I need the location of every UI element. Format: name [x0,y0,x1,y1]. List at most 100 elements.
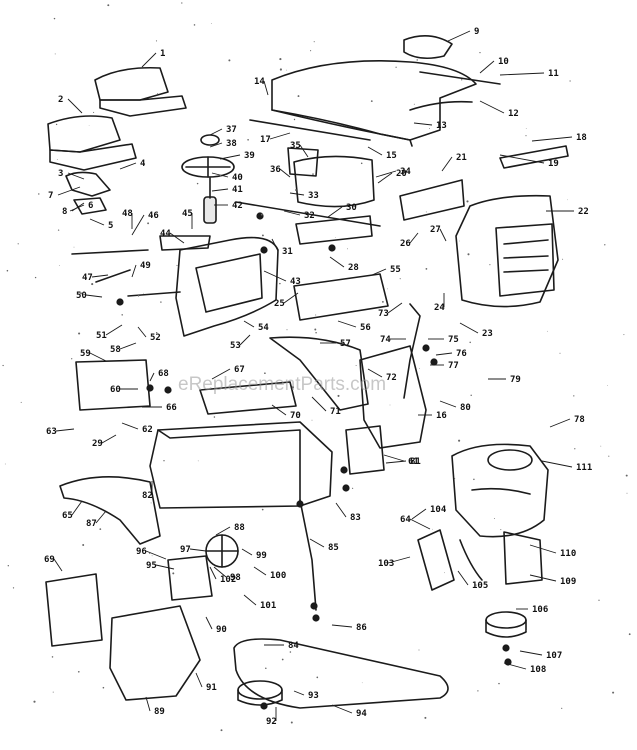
callout-leader-47 [91,274,109,278]
callout-leader-61 [383,454,405,462]
callout-leader-50 [85,294,103,298]
callout-leader-21 [441,156,453,172]
callout-19: 19 [548,159,559,169]
callout-43: 43 [290,277,301,287]
callout-leader-31 [271,238,279,252]
callout-leader-27 [439,228,447,242]
callout-leader-110 [529,544,557,554]
scan-speck [58,265,60,266]
scan-speck [294,189,297,191]
callout-26: 26 [400,239,411,249]
callout-leader-1 [141,52,157,68]
callout-110: 110 [560,549,576,559]
scan-speck [316,676,319,679]
rods-and-levers [95,201,421,611]
callout-95: 95 [146,561,157,571]
scan-speck [310,50,312,52]
callout-67: 67 [234,365,245,375]
scan-speck [573,395,575,397]
callout-107: 107 [546,651,562,661]
callout-81: 81 [410,457,421,467]
scan-speck [569,80,571,82]
callout-99: 99 [256,551,267,561]
callout-86: 86 [356,623,367,633]
callout-leader-43 [263,270,287,282]
callout-35: 35 [290,141,301,151]
callout-65: 65 [62,511,73,521]
scan-speck [612,691,615,694]
scan-speck [311,419,313,421]
callout-89: 89 [154,707,165,717]
callout-leader-30 [327,206,343,218]
callout-85: 85 [328,543,339,553]
callout-leader-86 [331,624,353,628]
callout-49: 49 [140,261,151,271]
callout-leader-32 [283,210,301,216]
scan-speck [210,23,212,24]
callout-92: 92 [266,717,277,727]
frame-and-battery-tray [75,273,389,509]
scan-speck [315,331,317,334]
callout-leader-56 [337,320,357,328]
scan-speck [264,372,266,375]
callout-53: 53 [230,341,241,351]
callout-4: 4 [140,159,146,169]
callout-leader-11 [499,72,545,76]
scan-speck [12,587,15,589]
callout-14: 14 [254,77,265,87]
callout-12: 12 [508,109,519,119]
callout-54: 54 [258,323,269,333]
callout-48: 48 [122,209,133,219]
callout-75: 75 [448,335,459,345]
scan-speck [193,24,196,26]
callout-36: 36 [270,165,281,175]
scan-speck [429,127,430,129]
callout-leader-87 [95,510,107,524]
scan-speck [370,100,373,102]
callout-25: 25 [274,299,285,309]
callout-77: 77 [448,361,459,371]
callout-leader-59 [89,352,107,362]
seat-assembly [47,66,187,215]
callout-leader-67 [211,368,231,380]
scan-speck [150,502,152,504]
callout-leader-90 [205,616,213,630]
callout-leader-29 [101,434,117,444]
callout-39: 39 [244,151,255,161]
scan-speck [297,95,300,98]
scan-speck [286,329,288,331]
scan-speck [38,193,40,195]
grille [399,145,569,308]
scan-speck [607,385,608,387]
scan-speck [479,51,481,54]
callout-3: 3 [58,169,63,179]
callout-102: 102 [220,575,236,585]
scan-speck [260,213,263,216]
scan-speck [424,716,427,719]
fuel-tank [287,147,375,245]
callout-leader-97 [189,548,207,552]
callout-47: 47 [82,273,93,283]
scan-speck [107,4,110,7]
scan-speck [493,518,495,520]
scan-speck [151,555,153,557]
scan-speck [7,565,9,567]
callout-31: 31 [282,247,293,257]
callout-34: 34 [400,167,411,177]
scan-speck [56,159,58,161]
callout-leader-4 [119,162,137,170]
scan-speck [102,686,105,689]
scan-speck [315,314,317,316]
callout-44: 44 [160,229,171,239]
callout-leader-55 [371,268,387,276]
callout-100: 100 [270,571,286,581]
scan-speck [247,138,249,141]
callout-71: 71 [330,407,341,417]
callout-leader-46 [131,214,145,236]
scan-speck [261,508,264,511]
scan-speck [279,58,282,61]
callout-leader-96 [145,550,167,560]
callout-46: 46 [148,211,159,221]
scan-speck [525,128,527,129]
callout-leader-3 [67,172,85,180]
